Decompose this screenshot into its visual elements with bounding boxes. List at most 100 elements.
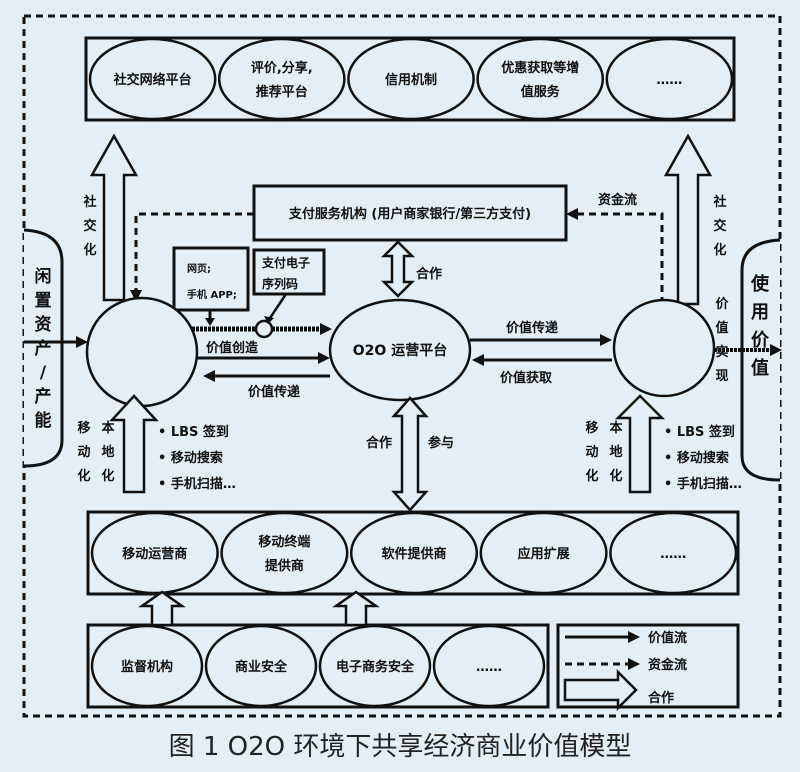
middle-row-item-ellipse[interactable]	[90, 511, 219, 595]
bottom-row-item-ellipse[interactable]	[432, 624, 546, 708]
bottom-row-item-ellipse[interactable]	[318, 624, 432, 708]
o2o-platform-node[interactable]	[328, 298, 472, 402]
serial-code-box	[252, 248, 326, 296]
mobile-char: 动	[77, 445, 90, 460]
socialize-char: 交	[713, 218, 726, 234]
local-char: 本	[101, 420, 114, 436]
value-deliver-left-head	[203, 370, 215, 382]
web-app-line-1: 网页;	[187, 263, 211, 275]
local-char: 化	[101, 468, 114, 484]
right-bullet-list: • LBS 签到• 移动搜索• 手机扫描…	[664, 424, 742, 492]
middle-row-item-label: ……	[660, 547, 686, 562]
bottom-row-item-label: 商业安全	[235, 659, 288, 675]
top-row-item-label: 评价,分享,	[251, 60, 313, 76]
idle-assets-char: 置	[35, 291, 52, 311]
middle-row-item-label: 提供商	[265, 558, 304, 574]
middle-row-item-label: 软件提供商	[381, 546, 446, 562]
bottom-row-item-label: ……	[476, 660, 502, 675]
middle-row-item-ellipse[interactable]	[479, 511, 608, 595]
socialize-char: 化	[713, 242, 726, 258]
socialize-char: 化	[83, 242, 96, 258]
regulation-up-arrow-2	[332, 590, 380, 627]
figure-caption: 图 1 O2O 环境下共享经济商业价值模型	[169, 732, 632, 762]
value-deliver-right-label: 价值传递	[506, 320, 558, 336]
o2o-platform-label: O2O 运营平台	[353, 342, 447, 359]
bullet-item: • 移动搜索	[158, 450, 223, 466]
top-row-item-ellipse[interactable]	[88, 37, 217, 121]
middle-row-item-ellipse[interactable]	[220, 511, 349, 595]
value-deliver-left-label: 价值传递	[248, 384, 300, 400]
platform-partners-arrow	[391, 396, 429, 512]
idle-assets-char: 资	[35, 314, 52, 335]
socialize-char: 交	[83, 218, 96, 234]
fund-flow-to-provider	[134, 212, 254, 290]
legend-dashed-arrowhead	[628, 658, 640, 670]
provider-user-node[interactable]	[85, 296, 199, 408]
top-row-item-ellipse[interactable]	[605, 37, 734, 121]
payment-platform-coop-arrow	[380, 240, 416, 298]
value-realize-char: 现	[715, 369, 728, 384]
serial-code-down-head	[264, 316, 274, 324]
use-value-char: 价	[751, 330, 770, 351]
top-row-item-ellipse[interactable]	[347, 37, 475, 121]
channel-bar-head	[320, 323, 332, 335]
web-app-down-head	[205, 318, 215, 326]
regulation-up-arrow-1	[138, 590, 186, 627]
middle-row-item-ellipse[interactable]	[349, 511, 479, 595]
use-value-panel	[740, 238, 781, 482]
top-row-item-ellipse[interactable]	[217, 37, 346, 121]
top-row-item-ellipse[interactable]	[476, 37, 605, 121]
value-realize-head	[770, 344, 782, 356]
local-char: 本	[609, 420, 622, 436]
legend-label-value-flow: 价值流	[648, 630, 687, 646]
use-value-char: 值	[751, 357, 769, 379]
fund-flow-from-consumer	[578, 212, 664, 304]
mobile-char: 动	[585, 445, 598, 460]
payment-junction-node	[254, 319, 274, 339]
participate-label: 参与	[428, 435, 454, 451]
idle-assets-panel	[23, 228, 64, 468]
middle-row-item-label: 移动运营商	[122, 546, 187, 562]
bottom-row-item-ellipse[interactable]	[204, 624, 318, 708]
fund-flow-to-provider-head	[130, 290, 142, 302]
top-row-ellipses: 社交网络平台评价,分享,推荐平台信用机制优惠获取等增值服务……	[88, 37, 734, 121]
top-row-item-label: ……	[656, 73, 682, 88]
fund-flow-from-consumer-head	[566, 208, 578, 220]
value-deliver-right-head	[600, 334, 612, 346]
bullet-item: • 移动搜索	[664, 450, 729, 466]
cooperate-bottom-label: 合作	[366, 435, 392, 451]
mobile-char: 移	[585, 420, 598, 436]
bullet-item: • 手机扫描…	[664, 476, 742, 492]
serial-code-line-2: 序列码	[262, 276, 298, 291]
left-mobile-arrow	[109, 394, 159, 494]
middle-row-item-ellipse[interactable]	[609, 511, 738, 595]
value-obtain-head	[472, 354, 484, 366]
top-row-item-label: 社交网络平台	[113, 72, 192, 88]
idle-assets-char: /	[40, 363, 47, 383]
top-row-item-label: 推荐平台	[256, 84, 308, 100]
mobile-char: 移	[77, 420, 90, 436]
use-value-char: 使	[750, 274, 770, 295]
fund-flow-label-text: 资金流	[598, 192, 637, 208]
idle-assets-char: 产	[35, 386, 52, 407]
socialize-char: 社	[82, 194, 96, 210]
top-row-item-label: 信用机制	[385, 72, 437, 88]
left-bullet-list: • LBS 签到• 移动搜索• 手机扫描…	[158, 424, 236, 492]
bottom-row-item-label: 监督机构	[121, 659, 173, 675]
value-create-label: 价值创造	[206, 340, 259, 356]
bullet-item: • LBS 签到	[158, 424, 229, 440]
bottom-row-ellipses: 监督机构商业安全电子商务安全……	[90, 624, 546, 708]
mobile-char: 化	[77, 468, 90, 484]
payment-coop-label: 合作	[416, 266, 442, 282]
consumer-user-node[interactable]	[612, 298, 716, 398]
mobile-char: 化	[585, 468, 598, 484]
bottom-row-item-ellipse[interactable]	[90, 624, 204, 708]
serial-code-down-arrow	[268, 293, 288, 319]
web-app-line-2: 手机 APP;	[187, 288, 237, 301]
